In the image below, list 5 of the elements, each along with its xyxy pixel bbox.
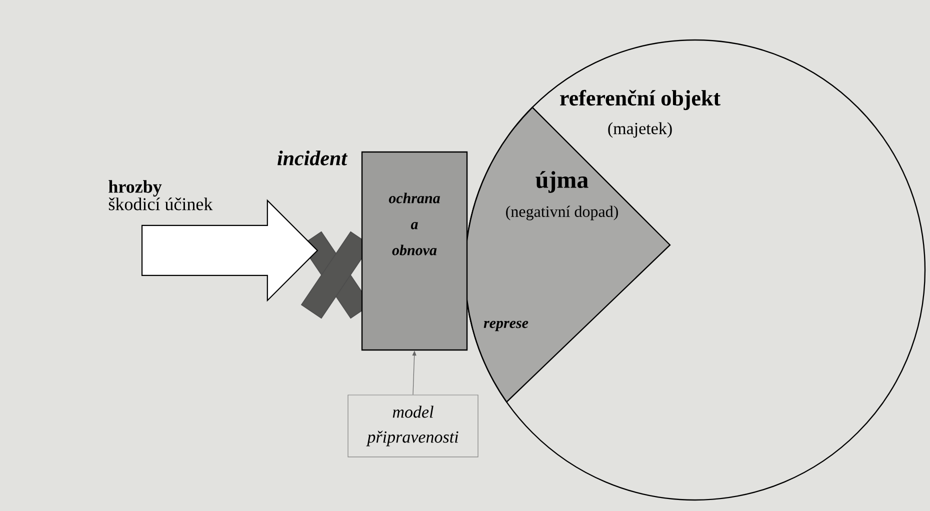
threat-label: hrozby škodicí účinek	[108, 180, 213, 210]
model-box: model připravenosti	[348, 394, 478, 458]
incident-label: incident	[278, 150, 348, 166]
block-arrow	[141, 199, 318, 302]
protection-box: ochrana a obnova	[361, 151, 468, 351]
